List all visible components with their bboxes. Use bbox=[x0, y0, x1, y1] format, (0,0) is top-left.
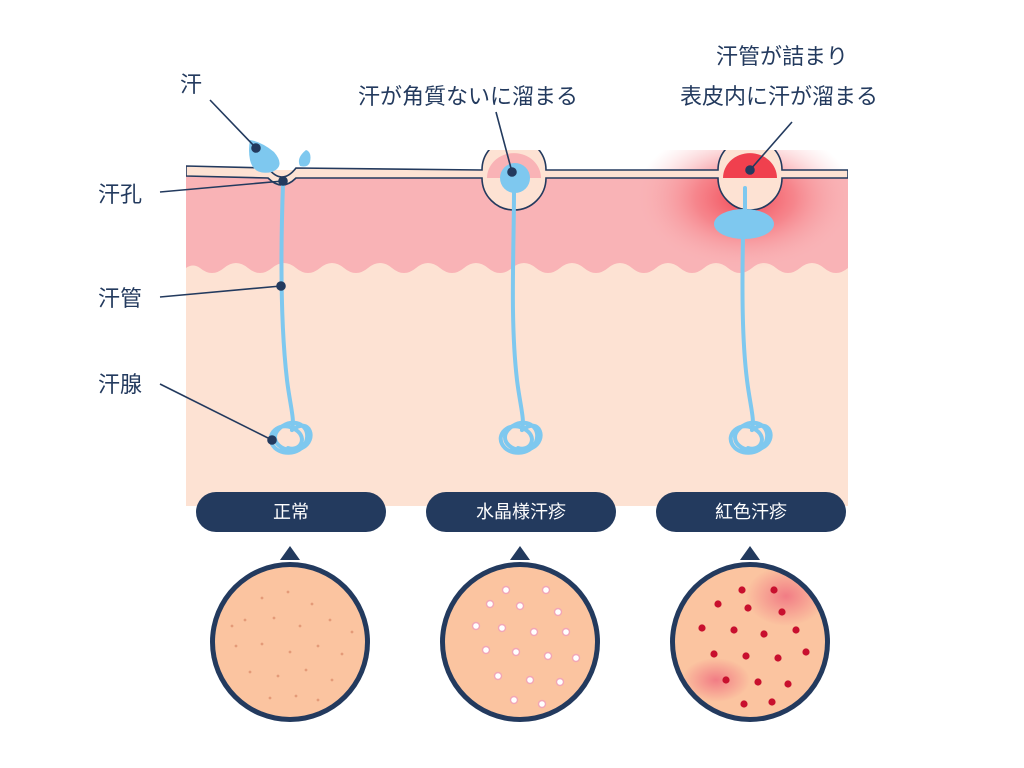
pin-trapped bbox=[507, 167, 517, 177]
duct-crystallina bbox=[510, 188, 525, 432]
epidermal-sweat-pool bbox=[714, 209, 774, 239]
pin-duct bbox=[276, 281, 286, 291]
sweat-gland-normal bbox=[268, 182, 313, 455]
type-pill-rubra: 紅色汗疹 bbox=[656, 492, 846, 560]
skin-disc-normal bbox=[210, 562, 370, 722]
gland-coil-rubra bbox=[728, 420, 773, 455]
pin-gland bbox=[267, 435, 277, 445]
label-duct-blocked-2: 表皮内に汗が溜まる bbox=[680, 85, 878, 110]
label-trapped-sweat: 汗が角質ないに溜まる bbox=[358, 85, 578, 110]
pointer-crystallina bbox=[510, 546, 530, 560]
type-pill-crystallina: 水晶様汗疹 bbox=[426, 492, 616, 560]
pin-pore bbox=[278, 176, 288, 186]
pin-sweat bbox=[251, 143, 261, 153]
clear-vesicles bbox=[471, 585, 581, 709]
type-label-rubra: 紅色汗疹 bbox=[715, 502, 787, 523]
leader-lines bbox=[159, 99, 793, 445]
trapped-sweat-bubble bbox=[500, 163, 530, 193]
duct-rubra bbox=[740, 234, 755, 432]
skin-disc-crystallina bbox=[440, 562, 600, 722]
sweat-gland-crystallina bbox=[498, 188, 543, 455]
type-label-normal: 正常 bbox=[273, 502, 309, 523]
gland-coil-normal bbox=[268, 420, 313, 455]
red-papules bbox=[698, 586, 810, 708]
pointer-rubra bbox=[740, 546, 760, 560]
label-gland: 汗腺 bbox=[98, 373, 142, 398]
label-pore: 汗孔 bbox=[98, 183, 142, 208]
type-label-crystallina: 水晶様汗疹 bbox=[476, 502, 566, 523]
skin-disc-rubra bbox=[670, 562, 830, 722]
label-duct: 汗管 bbox=[98, 287, 142, 312]
type-pill-normal: 正常 bbox=[196, 492, 386, 560]
sweat-splash-icon bbox=[298, 150, 311, 167]
pin-blocked bbox=[745, 165, 755, 175]
pointer-normal bbox=[280, 546, 300, 560]
duct-normal bbox=[279, 182, 295, 432]
gland-coil-crystallina bbox=[498, 420, 543, 455]
label-duct-blocked-1: 汗管が詰まり bbox=[716, 45, 848, 70]
label-sweat: 汗 bbox=[180, 73, 202, 98]
erythema-patch bbox=[682, 658, 750, 702]
skin-texture-dots bbox=[230, 590, 354, 702]
